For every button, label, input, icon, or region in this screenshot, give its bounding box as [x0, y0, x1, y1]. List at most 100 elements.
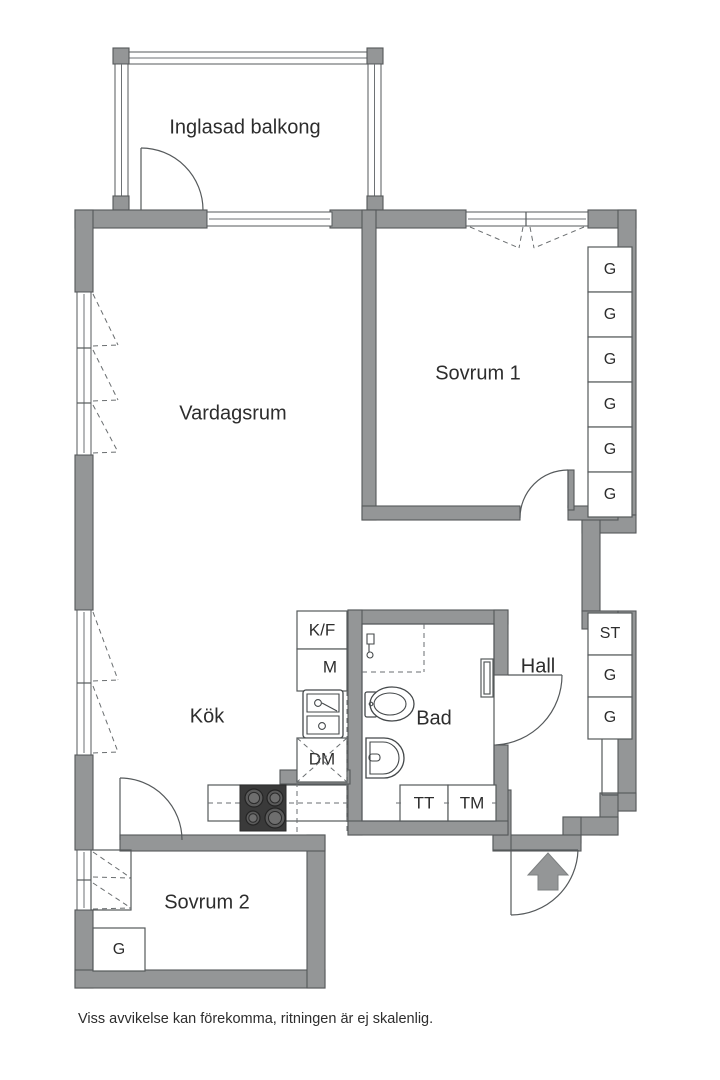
kitchen-sink-tap [321, 702, 338, 712]
appliance-dishwasher-cross [296, 737, 348, 783]
wall-bed2-right [306, 834, 326, 989]
kitchen-appliances-group: K/F M DM [207, 610, 348, 835]
kitchen-dashed-verticals [296, 691, 348, 835]
kitchen-sink-basins [306, 693, 340, 735]
bathroom-shower-zone [362, 624, 425, 673]
shower-mixer-icon [366, 633, 375, 652]
closet-bed2-g-label: G [113, 941, 125, 958]
mirror-inner [483, 661, 491, 695]
window-bedroom2-reveal [90, 849, 132, 911]
appliance-microwave [296, 648, 348, 692]
kitchen-sink-icon [302, 689, 344, 739]
hall-niche-outline [601, 739, 618, 796]
plan-caption: Viss avvikelse kan förekomma, ritningen … [78, 1011, 433, 1027]
closet-bed1-6 [587, 471, 633, 518]
wall-top-bed1-left [367, 209, 467, 229]
stove-burner-3-inner [248, 813, 258, 823]
doors-group [119, 147, 579, 916]
closet-hall-st-label: ST [600, 625, 621, 642]
hall-closets-group: ST G G [587, 612, 633, 796]
bathroom-label: Bad [416, 707, 452, 729]
wall-left-a [74, 209, 94, 293]
appliance-washer-label: TM [460, 793, 485, 812]
washbasin-inner [369, 741, 400, 775]
wall-bath-bottom [347, 820, 509, 836]
closet-bed1-3-label: G [604, 351, 616, 368]
bedroom2-label: Sovrum 2 [164, 891, 250, 913]
closet-bed1-1 [587, 246, 633, 293]
window-kitchen-swing-2 [92, 685, 119, 754]
appliance-dishwasher-label: DM [309, 749, 335, 768]
window-living-swing-3 [92, 404, 119, 454]
balcony-group: Inglasad balkong [112, 47, 384, 220]
balcony-post-tr [366, 47, 384, 65]
entry-door-arrow-icon [526, 852, 570, 891]
door-bedroom2-arc [119, 777, 183, 841]
mirror-icon [480, 658, 494, 698]
appliance-washer [447, 784, 497, 822]
windows-group [76, 211, 589, 911]
kitchen-label: Kök [190, 705, 225, 727]
window-bedroom1-swing-right [529, 226, 585, 249]
closet-bed1-6-label: G [604, 486, 616, 503]
closet-hall-g1-label: G [604, 667, 616, 684]
room-labels-group: Vardagsrum Sovrum 1 Kök Bad Hall Sovrum … [164, 362, 555, 913]
closet-bed2-g [92, 927, 146, 972]
bedroom2-closet-group: G [92, 927, 146, 972]
balcony-label: Inglasad balkong [169, 116, 320, 138]
closet-hall-g2-label: G [604, 709, 616, 726]
closet-bed1-2-label: G [604, 306, 616, 323]
door-balcony-arc [140, 147, 204, 211]
stove-burner-2-inner [269, 792, 281, 804]
stove-burner-1-inner [247, 791, 261, 805]
kitchen-sink-drain-2 [318, 722, 326, 730]
toilet-flush [368, 701, 374, 707]
closet-bed1-5-label: G [604, 441, 616, 458]
wall-bath-left [347, 609, 363, 836]
washbasin-tap [368, 753, 381, 762]
balcony-post-tl [112, 47, 130, 65]
closet-bed1-2 [587, 291, 633, 338]
shower-mixer-head [366, 651, 374, 659]
toilet-bowl-inner [373, 692, 407, 716]
window-kitchen-swing-1 [92, 611, 119, 682]
bathroom-fixtures-group [361, 623, 495, 822]
wall-bed1-door-jamb [567, 469, 575, 511]
balcony-floor [113, 48, 383, 220]
window-living-swing-1 [92, 293, 119, 347]
kitchen-sink-drain-1 [314, 699, 322, 707]
wall-right-b [581, 514, 601, 612]
closet-hall-st [587, 612, 633, 656]
balcony-post-bl [112, 195, 130, 211]
closet-bed1-4 [587, 381, 633, 428]
living-room-label: Vardagsrum [179, 402, 286, 424]
laundry-group: TT TM [396, 784, 500, 822]
wall-bath-right-upper [493, 609, 509, 676]
balcony-post-br [366, 195, 384, 211]
appliance-dryer-label: TT [414, 793, 435, 812]
wall-bed1-bottom-left [361, 505, 521, 521]
closet-hall-g2 [587, 696, 633, 740]
appliance-fridge-label: K/F [309, 620, 335, 639]
wall-bed2-top [119, 834, 326, 852]
closet-bed1-4-label: G [604, 396, 616, 413]
appliance-microwave-label: M [323, 657, 337, 676]
wall-top-left [74, 209, 208, 229]
wall-bath-top [347, 609, 509, 625]
wall-left-b [74, 454, 94, 611]
window-bedroom2-swing-1 [92, 851, 132, 879]
bedroom1-closets-group: G G G G G G [587, 246, 633, 518]
wall-living-bed1 [361, 209, 377, 521]
door-bedroom1-arc [519, 469, 569, 519]
closet-bed1-3 [587, 336, 633, 383]
door-bathroom-arc [495, 674, 563, 746]
wall-left-c [74, 754, 94, 851]
appliance-fridge [296, 610, 348, 650]
washbasin-icon [365, 737, 405, 779]
window-bedroom1-swing-left [469, 226, 524, 249]
window-bedroom2-swing-2 [92, 882, 132, 910]
toilet-icon [369, 686, 415, 722]
closet-hall-g1 [587, 654, 633, 698]
